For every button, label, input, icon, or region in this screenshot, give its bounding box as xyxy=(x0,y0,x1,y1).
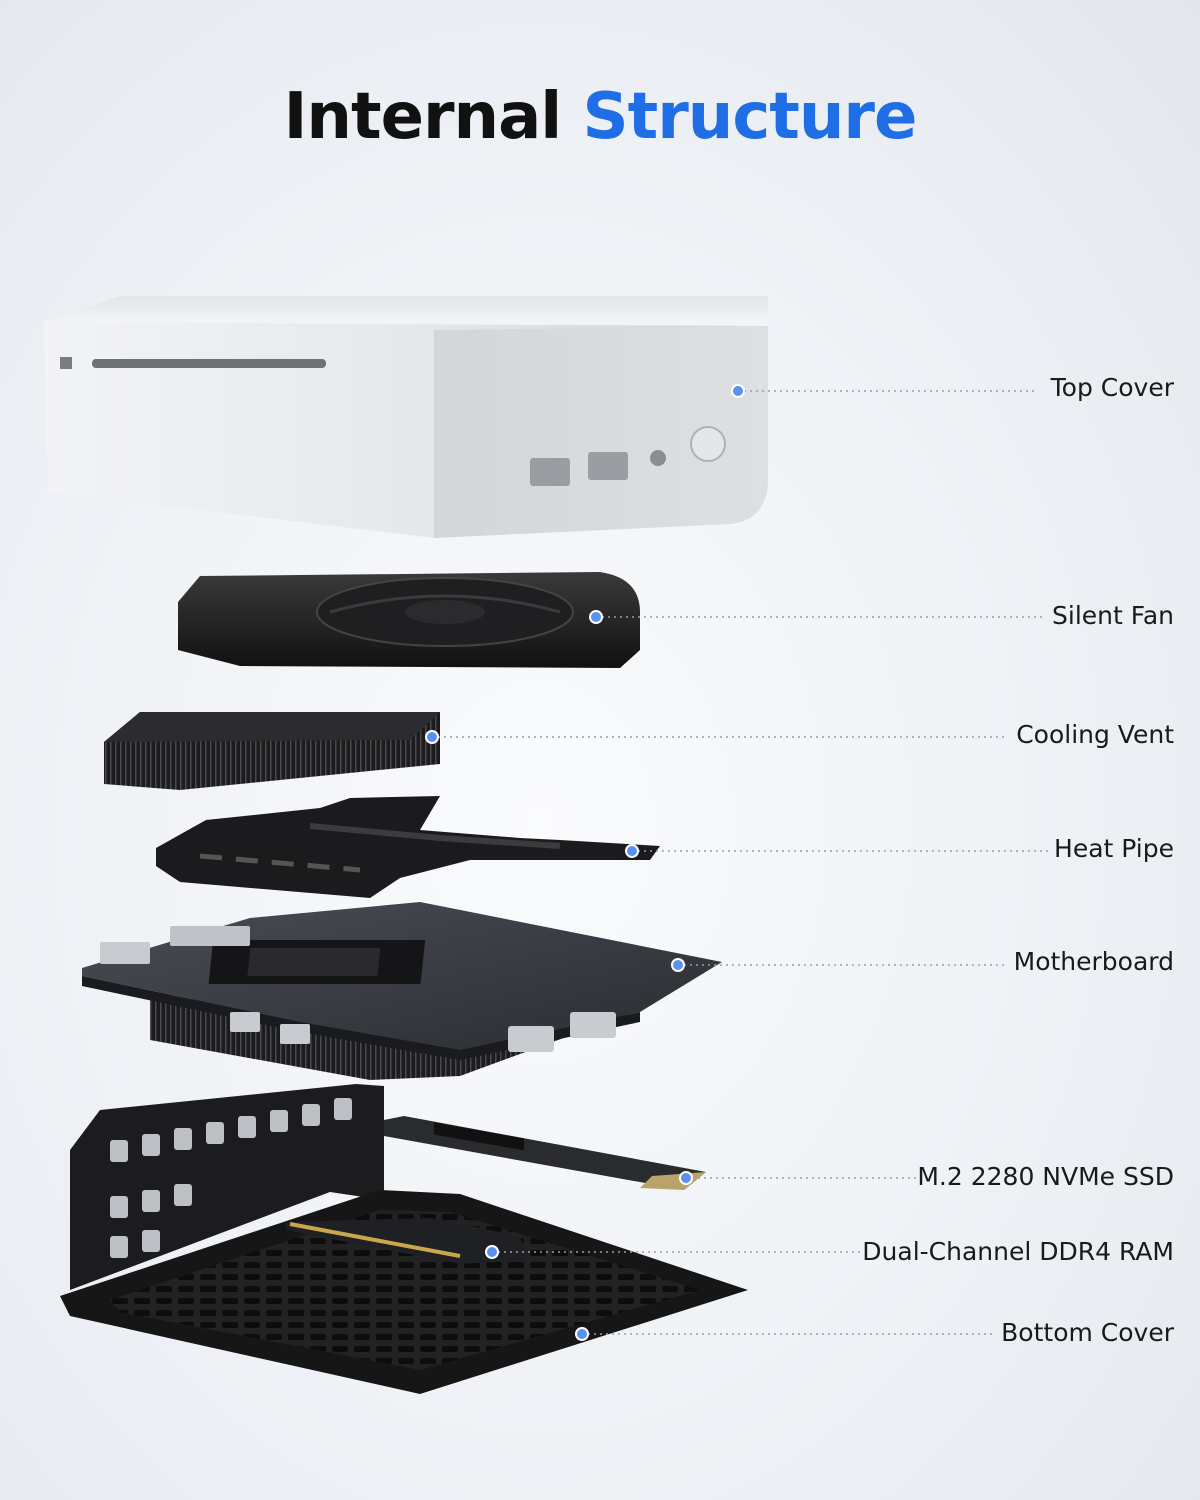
marker-top-cover xyxy=(731,384,745,398)
marker-silent-fan xyxy=(589,610,603,624)
label-cooling-vent: Cooling Vent xyxy=(1016,720,1174,749)
leader-lines xyxy=(432,390,1048,1335)
label-heat-pipe: Heat Pipe xyxy=(1054,834,1174,863)
marker-cooling-vent xyxy=(425,730,439,744)
marker-bottom-cover xyxy=(575,1327,589,1341)
marker-heat-pipe xyxy=(625,844,639,858)
label-bottom-cover: Bottom Cover xyxy=(1001,1318,1174,1347)
silent-fan-shape xyxy=(178,572,640,668)
marker-ssd xyxy=(679,1171,693,1185)
label-motherboard: Motherboard xyxy=(1013,947,1174,976)
label-top-cover: Top Cover xyxy=(1050,373,1174,402)
label-silent-fan: Silent Fan xyxy=(1052,601,1174,630)
label-ssd: M.2 2280 NVMe SSD xyxy=(917,1162,1174,1191)
ram-shape xyxy=(286,1218,528,1264)
top-cover-shape xyxy=(44,296,768,538)
cooling-vent-shape xyxy=(104,712,440,790)
marker-motherboard xyxy=(671,958,685,972)
title-part-2: Structure xyxy=(582,80,918,154)
motherboard-shape xyxy=(82,902,722,1080)
page-title: Internal Structure xyxy=(0,80,1200,154)
bottom-cover-shape xyxy=(60,1084,748,1394)
marker-ram xyxy=(485,1245,499,1259)
label-ram: Dual-Channel DDR4 RAM xyxy=(862,1237,1174,1266)
ssd-shape xyxy=(384,1116,706,1190)
heat-pipe-shape xyxy=(156,796,660,898)
title-part-1: Internal xyxy=(283,80,563,154)
